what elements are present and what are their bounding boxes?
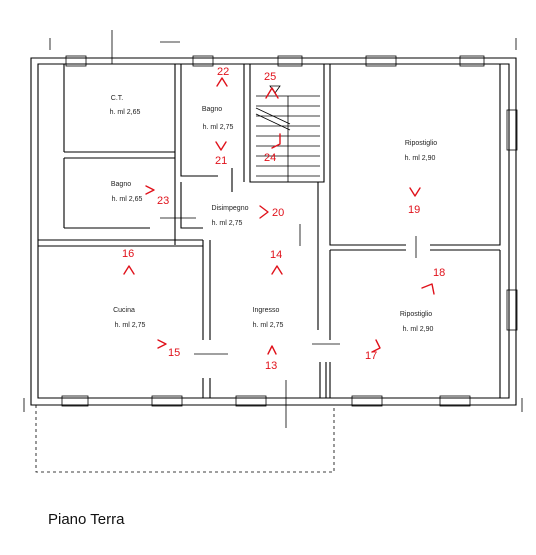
room-name: Disimpegno: [212, 205, 249, 212]
room-labels: C.T. h. ml 2,65 Bagno h. ml 2,75 Riposti…: [110, 95, 438, 333]
room-name: Ripostiglio: [405, 140, 437, 147]
marker-14-chevron: [271, 265, 283, 275]
marker-13: 13: [265, 360, 277, 372]
marker-22: 22: [217, 66, 229, 78]
marker-13-chevron: [267, 345, 277, 355]
marker-15-chevron: [157, 339, 167, 349]
interior-walls: [38, 30, 501, 428]
marker-17: 17: [365, 350, 377, 362]
marker-25: 25: [264, 71, 276, 83]
marker-20: 20: [272, 207, 284, 219]
room-height: h. ml 2,75: [212, 220, 243, 227]
marker-23: 23: [157, 195, 169, 207]
marker-18-chevron: [421, 283, 435, 295]
marker-21-chevron: [215, 141, 227, 151]
room-name: Bagno: [111, 181, 131, 188]
room-name: Ingresso: [253, 307, 280, 314]
marker-16: 16: [122, 248, 134, 260]
marker-14: 14: [270, 249, 282, 261]
room-height: h. ml 2,65: [112, 196, 143, 203]
marker-22-chevron: [216, 77, 228, 87]
room-height: h. ml 2,75: [203, 124, 234, 131]
marker-15: 15: [168, 347, 180, 359]
marker-24: 24: [264, 152, 276, 164]
marker-23-chevron: [145, 185, 155, 195]
plan-title: Piano Terra: [48, 511, 125, 528]
marker-19: 19: [408, 204, 420, 216]
room-name: C.T.: [111, 95, 124, 102]
room-name: Bagno: [202, 106, 222, 113]
room-height: h. ml 2,75: [115, 322, 146, 329]
marker-16-chevron: [123, 265, 135, 275]
marker-24-chevron: [271, 133, 281, 149]
marker-21: 21: [215, 155, 227, 167]
outer-walls: [23, 38, 523, 412]
windows: [61, 55, 518, 407]
room-height: h. ml 2,90: [403, 326, 434, 333]
marker-17-chevron: [371, 339, 381, 353]
room-height: h. ml 2,75: [253, 322, 284, 329]
room-height: h. ml 2,90: [405, 155, 436, 162]
marker-20-chevron: [259, 205, 269, 219]
view-markers: 13 14 15 16 17 18 19 20 21 22 23 24 25: [122, 66, 445, 372]
room-name: Ripostiglio: [400, 311, 432, 318]
marker-19-chevron: [409, 187, 421, 197]
marker-25-chevron: [265, 87, 279, 99]
portico-outline: [35, 405, 335, 473]
marker-18: 18: [433, 267, 445, 279]
room-name: Cucina: [113, 307, 135, 314]
room-height: h. ml 2,65: [110, 109, 141, 116]
